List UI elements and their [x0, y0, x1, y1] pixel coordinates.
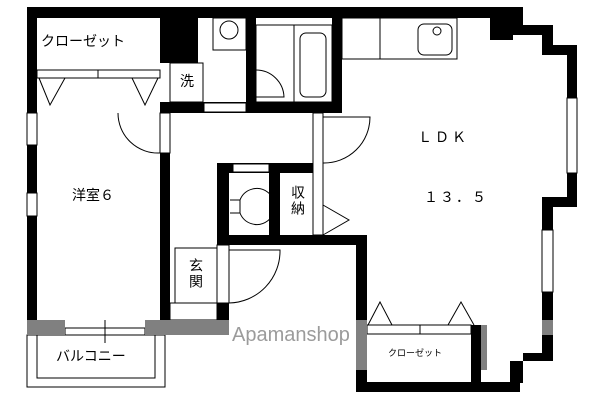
balcony-label: バルコニー — [56, 349, 126, 365]
washroom-label: 洗 — [180, 74, 194, 90]
ldk-label: ＬＤＫ — [418, 130, 469, 146]
fixtures — [26, 17, 475, 388]
watermark: Apamanshop — [232, 324, 350, 346]
western-room-label: 洋室６ — [72, 188, 114, 204]
windows — [26, 97, 578, 304]
closet-bottom-label: クローゼット — [388, 349, 443, 359]
entrance-label: 玄関 — [187, 258, 203, 290]
gray-band — [27, 320, 553, 370]
storage-label: 収納 — [289, 185, 305, 217]
ldk-size: １３．５ — [424, 190, 488, 206]
closet-top-left-label: クローゼット — [41, 34, 125, 50]
